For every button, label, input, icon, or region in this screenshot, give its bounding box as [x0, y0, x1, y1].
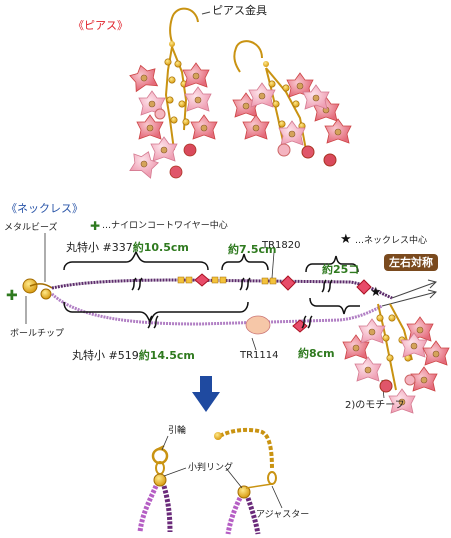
- bead-tr1820-label: TR1820: [262, 240, 301, 251]
- lower-strand-label: 丸特小 #519約14.5cm: [72, 349, 195, 362]
- clasp-detail-left: [137, 445, 173, 533]
- clasp-end: ✚: [6, 278, 53, 304]
- upper-strand-label: 丸特小 #337約10.5cm: [66, 241, 189, 254]
- earrings-section-title: 《ピアス》: [73, 19, 128, 32]
- spring-ring-label: 引輪: [168, 426, 187, 436]
- star-legend-icon: ★: [340, 232, 352, 247]
- lower-mid-length: 約8cm: [298, 347, 335, 360]
- necklace-motif: [342, 303, 450, 414]
- lower-strand: [50, 289, 437, 335]
- ball-tip-label: ボールチップ: [10, 329, 65, 339]
- necklace-center-star-icon: ★: [370, 285, 382, 300]
- upper-right-count: 約25コ: [322, 263, 360, 276]
- down-arrow-icon: [192, 376, 220, 412]
- plus-legend-marker: ✚: [90, 219, 101, 233]
- break-marks: [131, 277, 333, 329]
- measure-braces: [63, 250, 360, 324]
- necklace-center-legend: …ネックレス中心: [355, 236, 428, 246]
- upper-mid-length: 約7.5cm: [228, 243, 277, 256]
- motif-label: 2)のモチーフ: [345, 400, 405, 411]
- leader-lines: [25, 233, 385, 399]
- metal-beads-label: メタルビーズ: [4, 223, 58, 233]
- plus-legend-icon: ✚: [6, 288, 18, 304]
- bead-tr1114-label: TR1114: [240, 350, 279, 361]
- adjuster-label: アジャスター: [256, 510, 310, 520]
- clasp-leader-lines: [161, 435, 283, 509]
- clasp-detail-right: [214, 427, 277, 535]
- upper-strand: [51, 273, 437, 300]
- earring-left: [127, 7, 218, 180]
- hook-leader-line: [201, 11, 211, 15]
- necklace-section-title: 《ネックレス》: [6, 202, 83, 215]
- jump-ring-label: 小判リング: [188, 463, 234, 473]
- nylon-wire-center-legend: …ナイロンコートワイヤー中心: [102, 221, 228, 231]
- earring-right: [232, 40, 352, 167]
- symmetric-badge: 左右対称: [384, 254, 438, 271]
- earring-hook-label: ピアス金具: [212, 4, 267, 17]
